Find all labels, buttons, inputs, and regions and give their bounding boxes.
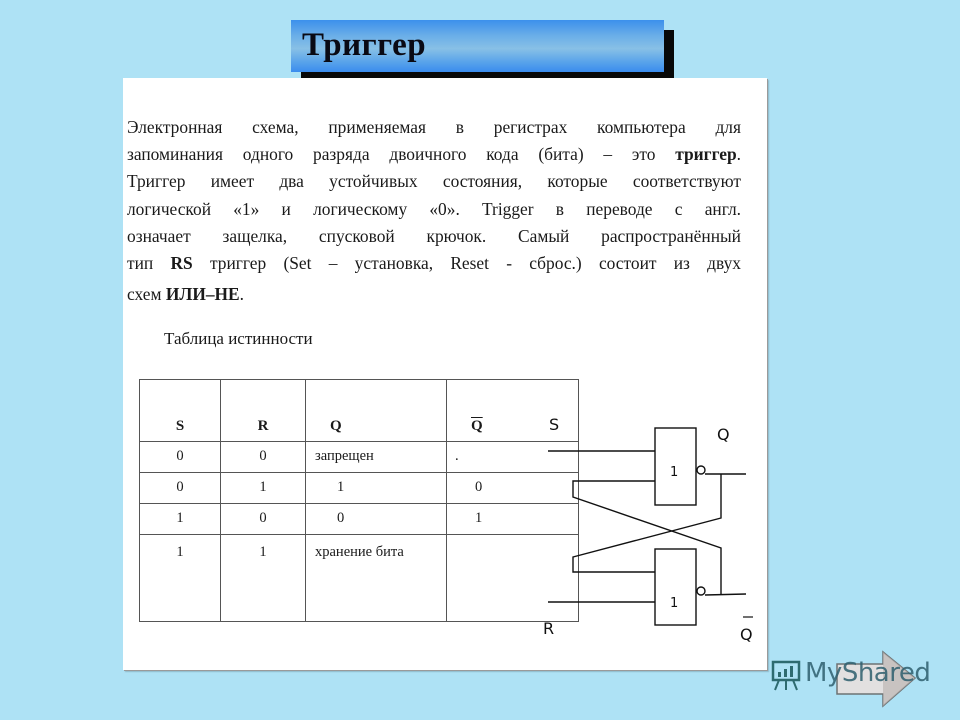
term-trigger: триггер: [675, 144, 737, 165]
truth-table: S R Q Q 0 0 запрещен . 0 1 1 0 1 0 0 1 1…: [139, 379, 579, 622]
table-row: 1 0 0 1: [139, 503, 579, 535]
paragraph-line-3: Триггер имеет два устойчивых состояния, …: [127, 171, 741, 192]
table-row: 0 0 запрещен .: [139, 441, 579, 473]
presentation-board-icon: [771, 660, 801, 691]
table-row: 1 1 хранение бита: [139, 534, 579, 622]
paragraph-line-4: логической «1» и логическому «0». Trigge…: [127, 198, 741, 219]
truth-table-caption: Таблица истинности: [164, 329, 313, 348]
paragraph-line-5: означает защелка, спусковой крючок. Самы…: [127, 225, 741, 246]
table-header-row: S R Q Q: [139, 379, 579, 442]
header-r: R: [220, 379, 306, 442]
table-row: 0 1 1 0: [139, 472, 579, 504]
content-card: Электронная схема, применяемая в регистр…: [123, 78, 767, 670]
watermark-text: MyShared: [805, 658, 931, 688]
title-banner: Триггер: [291, 20, 664, 72]
header-s: S: [139, 379, 221, 442]
paragraph-line-1: Электронная схема, применяемая в регистр…: [127, 117, 741, 137]
watermark: MyShared: [765, 650, 935, 710]
paragraph-line-2: запоминания одного разряда двоичного код…: [127, 144, 741, 165]
header-qbar: Q: [446, 379, 579, 442]
description-paragraph: Электронная схема, применяемая в регистр…: [127, 114, 741, 307]
next-arrow-icon: [836, 650, 917, 708]
term-nor: ИЛИ–НЕ: [165, 284, 240, 305]
paragraph-line-7: схем ИЛИ–НЕ.: [127, 284, 245, 305]
header-q: Q: [305, 379, 447, 442]
term-rs: RS: [170, 252, 193, 273]
paragraph-line-6: тип RS триггер (Set – установка, Reset -…: [127, 252, 742, 273]
slide-title: Триггер: [302, 26, 427, 63]
